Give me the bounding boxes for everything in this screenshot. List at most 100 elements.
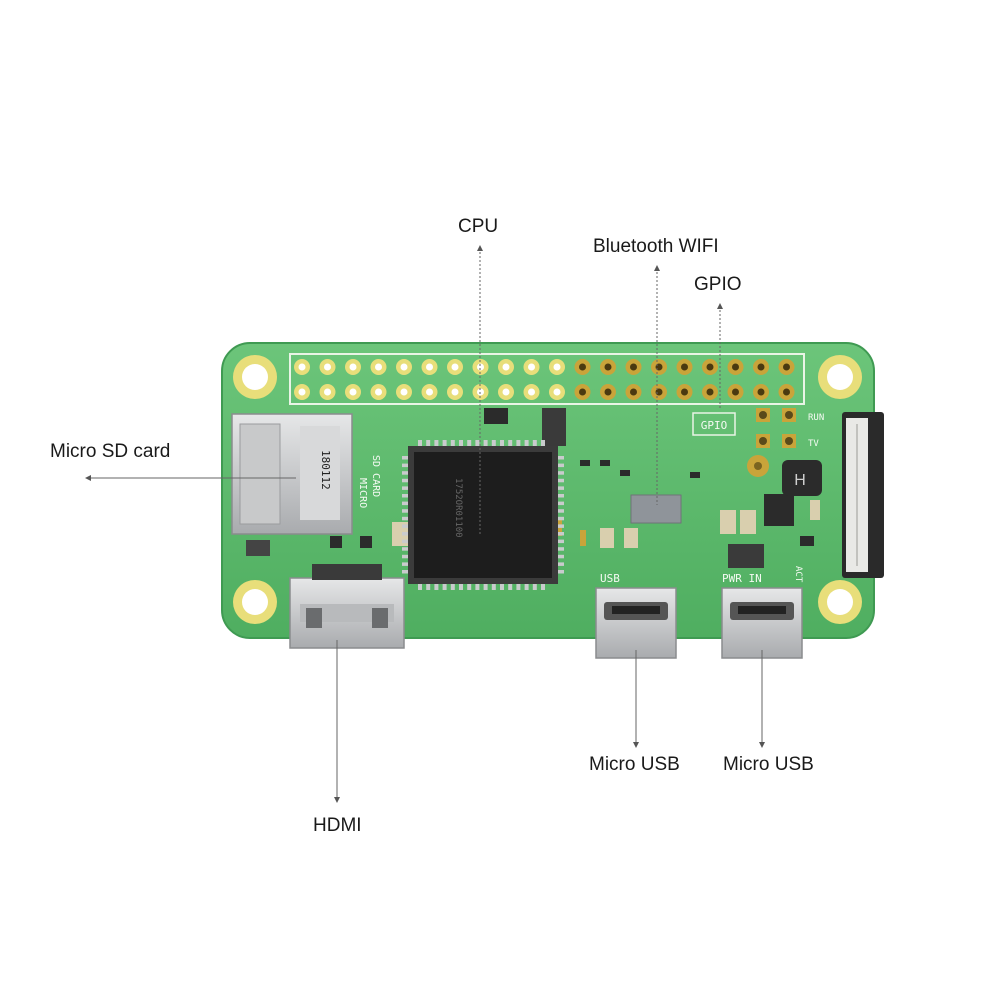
cpu-pin (516, 440, 521, 446)
gpio-label: GPIO (694, 274, 742, 295)
gpio-pad-hole (426, 363, 433, 371)
cpu-pin (558, 547, 564, 551)
cpu-pin (402, 509, 408, 513)
gpio-pad-hole (375, 388, 382, 396)
cpu-pin (524, 584, 529, 590)
cpu-pin (558, 501, 564, 506)
gpio-pad-hole (502, 363, 510, 371)
hdmi-label: HDMI (313, 815, 362, 836)
callout-lines (85, 245, 765, 803)
cpu-pin (402, 471, 408, 475)
micro-sd-print-1: MICRO (357, 478, 368, 508)
cpu-pin (558, 570, 564, 574)
cpu-pin (541, 584, 545, 590)
gpio-pad-hole (553, 388, 561, 396)
gpio-pad-hole (400, 363, 408, 371)
cpu-pin (508, 584, 513, 590)
micro-sd-label: Micro SD card (50, 441, 171, 462)
gpio-pad-hole (681, 388, 688, 396)
tv-print-label: TV (808, 439, 819, 449)
gpio-pad-hole (732, 363, 739, 371)
gpio-header-outline (289, 353, 805, 405)
micro-sd-print-2: SD CARD (370, 455, 381, 497)
cpu-pin (434, 584, 439, 590)
cpu-pin (558, 456, 564, 460)
gpio-pad-hole (324, 363, 331, 371)
cpu-pins (402, 440, 564, 590)
cpu-pin (558, 463, 564, 468)
gpio-pad-hole (349, 388, 357, 396)
cpu-pin (402, 463, 408, 468)
gpio-pad-hole (528, 363, 535, 371)
gpio-print-label: GPIO (701, 419, 728, 432)
cpu-pin (402, 456, 408, 460)
gpio-pad-hole (528, 388, 535, 396)
gpio-pad-hole (451, 388, 459, 396)
cpu-pin (467, 440, 472, 446)
cpu-pin (558, 524, 564, 528)
mini-hdmi-connector (289, 564, 405, 649)
mounting-hole-top-right (818, 355, 862, 399)
gpio-pad-hole (426, 388, 433, 396)
cpu-pin (402, 486, 408, 490)
gpio-pad-hole (298, 388, 306, 396)
cpu-pin (402, 554, 408, 559)
cpu-pin (500, 440, 504, 446)
gpio-pad-hole (400, 388, 408, 396)
cpu-pin (558, 554, 564, 559)
cpu-pin (508, 440, 513, 446)
svg-text:H: H (794, 472, 806, 489)
gpio-pad-hole (502, 388, 510, 396)
gpio-pad-hole (630, 363, 637, 371)
gpio-pad-hole (451, 363, 459, 371)
cpu-pin (402, 494, 408, 498)
cpu-pin (558, 562, 564, 566)
cpu-pin (483, 440, 488, 446)
cpu-label: CPU (458, 216, 499, 237)
act-print-label: ACT (793, 566, 803, 583)
gpio-pad-hole (630, 388, 637, 396)
cpu-pin (483, 584, 488, 590)
cpu-pin (459, 440, 463, 446)
bluetooth-wifi-label: Bluetooth WIFI (593, 236, 719, 257)
micro-usb-2-label: Micro USB (723, 754, 814, 775)
gpio-pad-hole (579, 388, 586, 396)
cpu-pin (475, 584, 480, 590)
cpu-pin (459, 584, 463, 590)
cpu-pin (491, 584, 496, 590)
cpu-pin (558, 494, 564, 498)
gpio-pad-hole (757, 388, 765, 396)
gpio-pad-hole (732, 388, 739, 396)
cpu-pin (450, 440, 455, 446)
cpu-pin (426, 584, 431, 590)
cpu-pin (402, 562, 408, 566)
gpio-pad-hole (604, 363, 612, 371)
cpu-pin (541, 440, 545, 446)
gpio-pad-hole (706, 388, 714, 396)
gpio-pad-hole (477, 363, 484, 371)
micro-usb-1-label: Micro USB (589, 754, 680, 775)
gpio-pad-hole (604, 388, 612, 396)
gpio-pad-hole (706, 363, 714, 371)
cpu-pin (558, 486, 564, 490)
gpio-header-pads (294, 359, 795, 400)
cpu-chip (408, 446, 558, 584)
micro-usb-power-port (721, 587, 803, 659)
cpu-pin (532, 584, 537, 590)
cpu-pin (500, 584, 504, 590)
cpu-pin (491, 440, 496, 446)
cpu-pin (402, 524, 408, 528)
cpu-pin (516, 584, 521, 590)
mounting-hole-top-left (233, 355, 277, 399)
cpu-pin (418, 584, 422, 590)
gpio-pad-hole (298, 363, 306, 371)
cpu-pin (558, 532, 564, 536)
gpio-print-box (692, 412, 736, 436)
cpu-pin (402, 570, 408, 574)
cpu-pin (402, 547, 408, 551)
cpu-pin (524, 440, 529, 446)
gpio-pad-hole (757, 363, 765, 371)
cpu-pin (558, 478, 564, 483)
cpu-pin (426, 440, 431, 446)
